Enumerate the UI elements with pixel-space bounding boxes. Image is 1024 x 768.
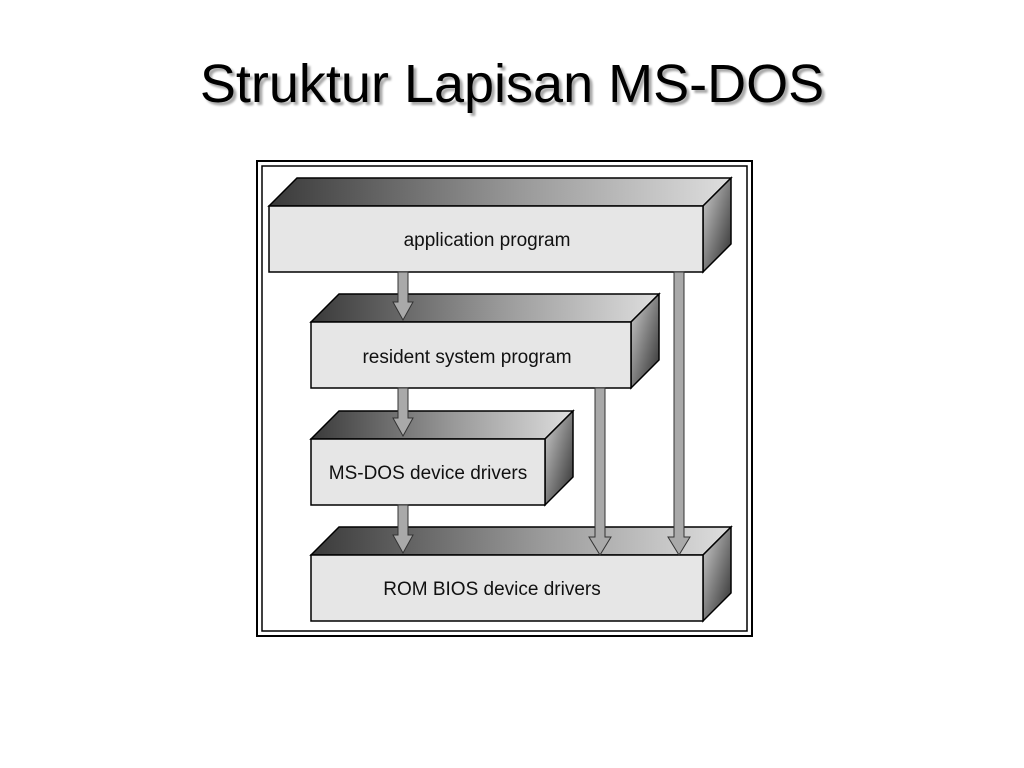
layer-label-resident: resident system program	[362, 347, 571, 368]
layer-rom-bios-device-drivers: ROM BIOS device drivers	[309, 525, 733, 623]
layer-front-face	[310, 321, 632, 389]
arrow-resident-to-rombios	[588, 387, 612, 556]
arrow-resident-to-msdos	[392, 387, 414, 438]
layer-top-face	[309, 526, 733, 556]
layer-label-ms-dos: MS-DOS device drivers	[329, 463, 528, 484]
arrow-application-to-resident	[392, 271, 414, 322]
layer-top-face	[267, 177, 733, 207]
layer-front-face	[268, 205, 704, 273]
layer-application-program: application program	[267, 176, 733, 274]
layer-label-application: application program	[404, 230, 571, 251]
arrow-msdos-to-rombios	[392, 504, 414, 555]
layer-resident-system-program: resident system program	[309, 292, 661, 390]
layer-ms-dos-device-drivers: MS-DOS device drivers	[309, 409, 575, 507]
arrow-application-to-rombios	[667, 271, 691, 556]
layer-label-rom-bios: ROM BIOS device drivers	[383, 579, 601, 600]
layer-top-face	[309, 293, 661, 323]
layer-front-face	[310, 438, 546, 506]
layer-top-face	[309, 410, 575, 440]
layer-front-face	[310, 554, 704, 622]
page-title: Struktur Lapisan MS-DOS	[199, 54, 825, 114]
